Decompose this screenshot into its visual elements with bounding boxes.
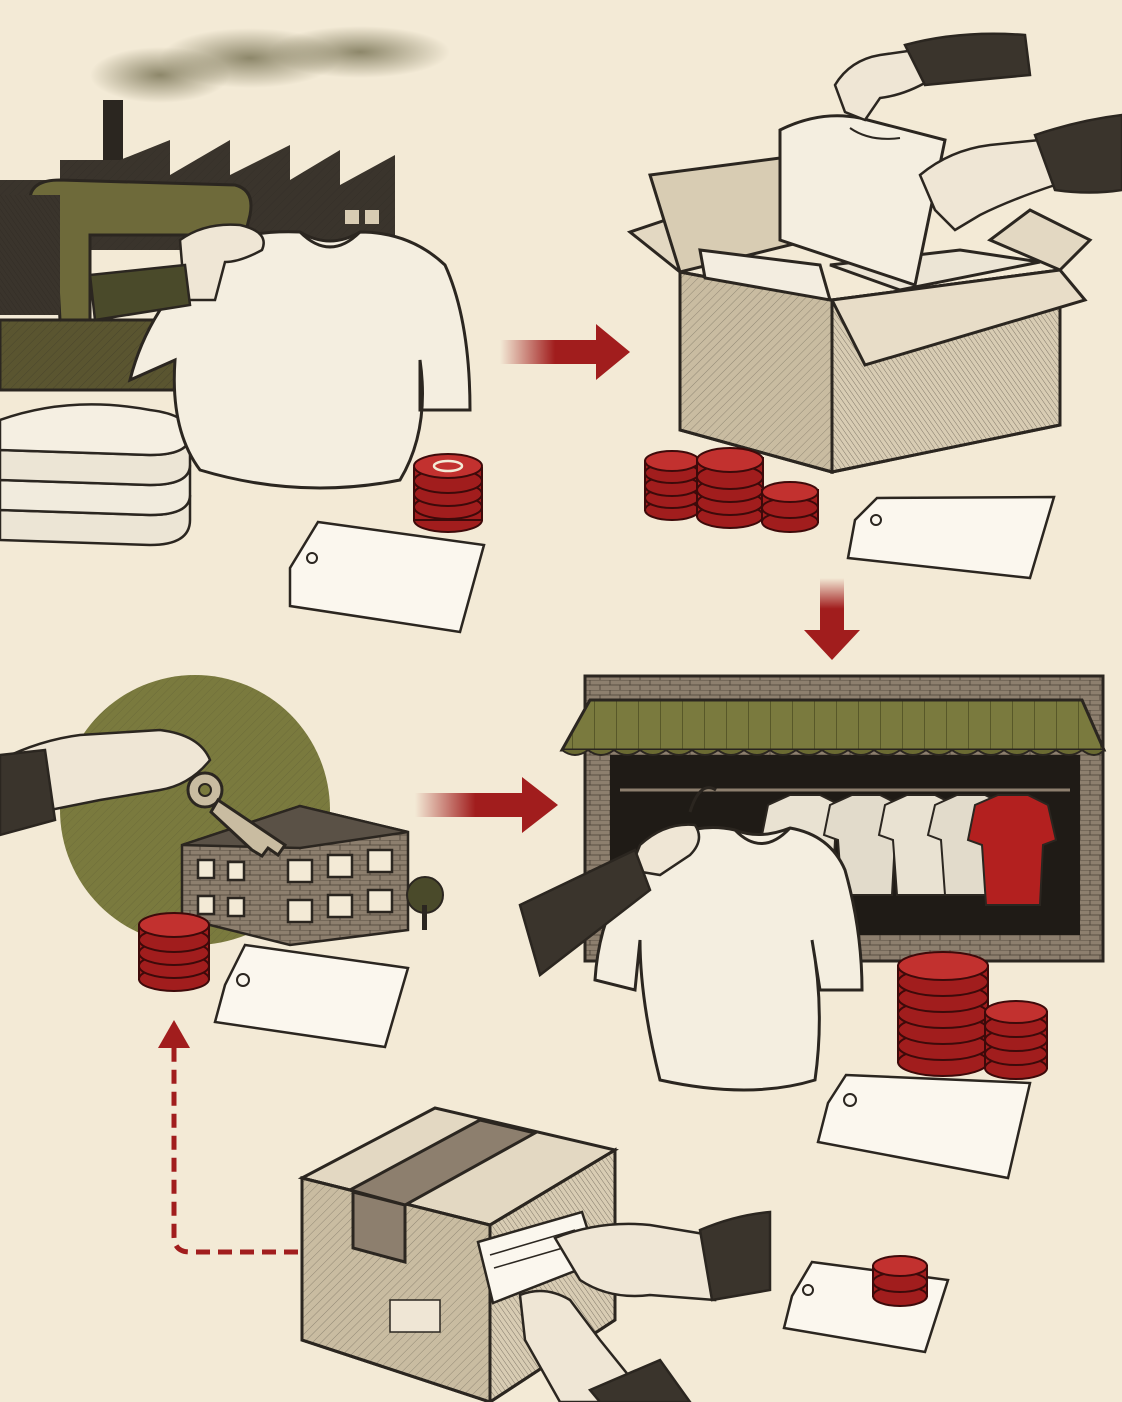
- coin-stack-icon: [897, 951, 1048, 1080]
- hand-icon: [518, 823, 701, 978]
- price-tag-icon: [213, 943, 410, 1049]
- tree-icon: [406, 876, 444, 930]
- coin-stack-icon: [138, 912, 210, 992]
- cardboard-box-icon: [626, 156, 1093, 474]
- retail-store-scene: [518, 674, 1107, 1180]
- arrow-property-to-store: [415, 777, 558, 833]
- arrow-shipping-to-property-dashed: [158, 1020, 298, 1255]
- price-tag-icon: [846, 495, 1056, 580]
- hand-icon: [88, 223, 265, 322]
- price-tag-icon: [816, 1073, 1032, 1180]
- coin-stack-icon: [872, 1255, 928, 1307]
- coin-stack-icon: [413, 453, 483, 533]
- folded-shirt-stack: [0, 403, 192, 547]
- shipping-scene: [297, 1106, 950, 1402]
- arrow-manufacturing-to-packing: [500, 324, 630, 380]
- hand-icon: [518, 1210, 772, 1402]
- hand-icon: [833, 32, 1122, 232]
- key-icon: [186, 771, 288, 858]
- smoke-plume: [90, 26, 450, 103]
- price-tag-icon: [288, 520, 486, 634]
- building-icon: [180, 804, 410, 947]
- coin-stack-icon: [644, 447, 819, 533]
- hand-icon: [0, 728, 212, 837]
- folded-shirt-icon: [778, 114, 947, 287]
- tshirt-icon: [593, 786, 864, 1092]
- property-scene: [0, 675, 444, 1049]
- packing-scene: [626, 32, 1122, 580]
- arrow-packing-to-store: [804, 578, 860, 660]
- manufacturing-scene: [0, 26, 486, 634]
